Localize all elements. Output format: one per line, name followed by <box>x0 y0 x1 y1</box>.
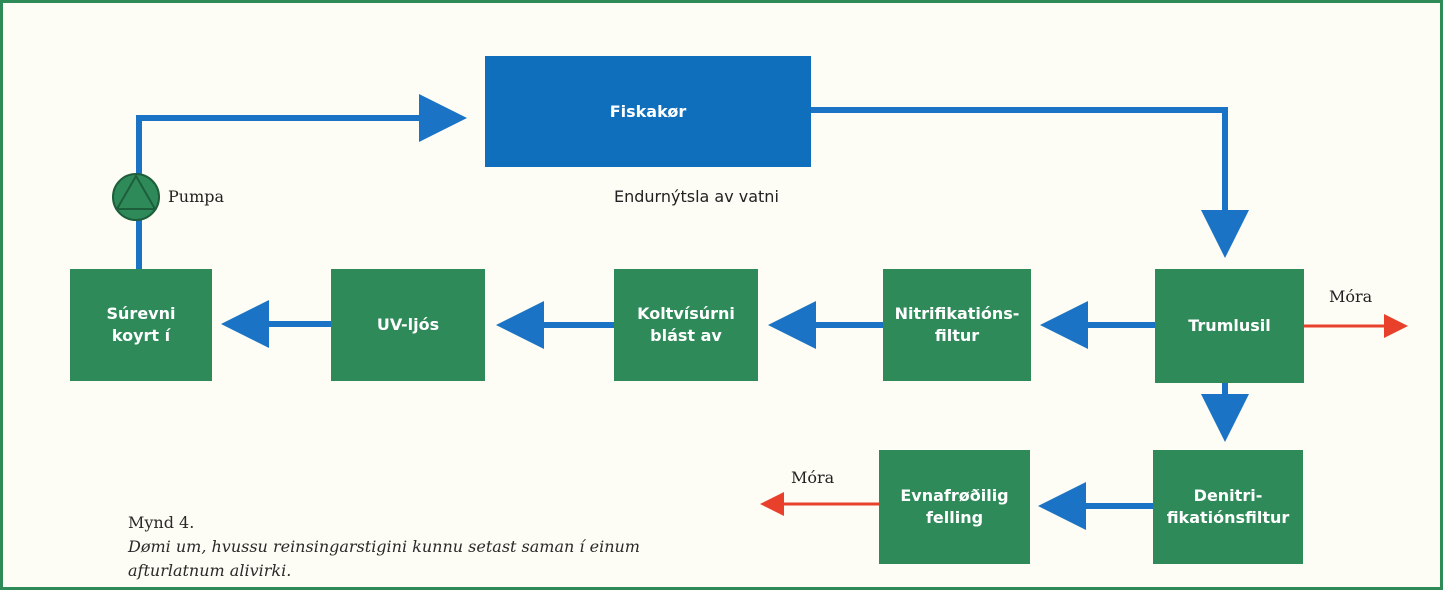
waste-label-right: Móra <box>1329 287 1373 306</box>
tank-fiskakor: Fiskakør <box>485 56 811 167</box>
box-surevni: Súrevni koyrt í <box>70 269 212 381</box>
flow-line-tank-to-trumlusil <box>811 107 1249 258</box>
pump-icon <box>112 173 160 221</box>
figure-caption: Mynd 4. Dømi um, hvussu reinsingarstigin… <box>128 511 648 583</box>
center-label: Endurnýtsla av vatni <box>614 187 779 206</box>
pump-label: Pumpa <box>168 187 225 206</box>
box-evnafroedilig-felling: Evnafrøðilig felling <box>879 450 1030 564</box>
box-nitrifikations-filtur: Nitrifikatións- filtur <box>883 269 1031 381</box>
caption-title: Mynd 4. <box>128 513 195 532</box>
caption-text: Dømi um, hvussu reinsingarstigini kunnu … <box>128 537 640 580</box>
box-denitrifikations-filtur: Denitri- fikatiónsfiltur <box>1153 450 1303 564</box>
box-uv-ljos: UV-ljós <box>331 269 485 381</box>
box-trumlusil: Trumlusil <box>1155 269 1304 383</box>
box-koltvisurni: Koltvísúrni blást av <box>614 269 758 381</box>
waste-label-left: Móra <box>791 468 835 487</box>
